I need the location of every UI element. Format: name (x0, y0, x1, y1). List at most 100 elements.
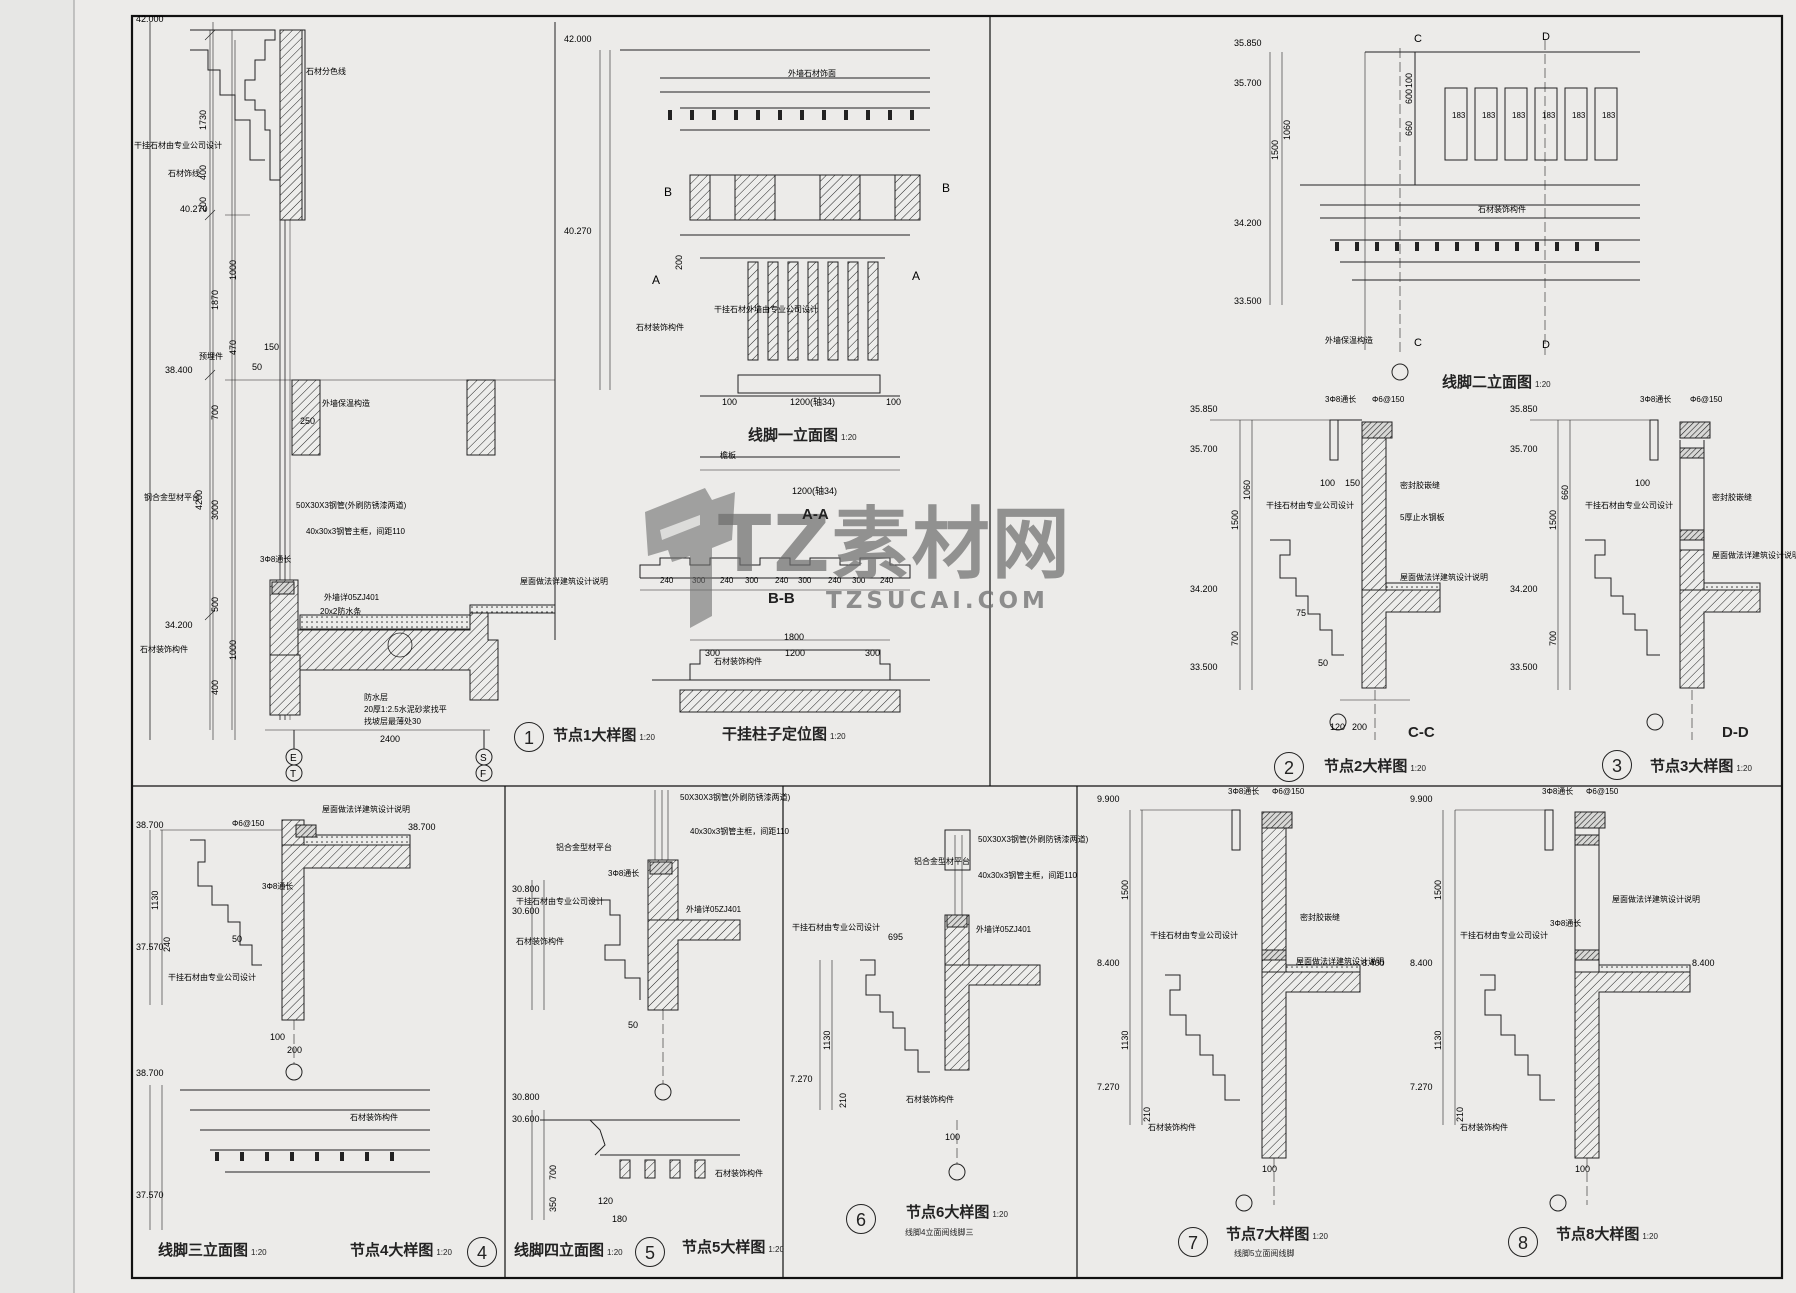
elevation-2-drawing (1269, 40, 1640, 381)
cc-note-3d8: 3Φ8通长 (1325, 394, 1356, 404)
dim-1730: 1730 (198, 110, 208, 130)
d7-note-hang: 干挂石材由专业公司设计 (1150, 930, 1238, 940)
cc-note-hang: 干挂石材由专业公司设计 (1266, 500, 1354, 510)
elev-37570: 37.570 (136, 942, 164, 952)
note-stone-component: 石材装饰构件 (140, 644, 188, 654)
dd-dim-700: 700 (1548, 631, 1558, 646)
detail-6-note: 线脚4立面阅线脚三 (905, 1228, 974, 1237)
sec-c-top: C (1414, 33, 1422, 45)
detail-1-number: 1 (514, 722, 544, 752)
cc-note-phi6: Φ6@150 (1372, 395, 1405, 404)
cc-note-roof: 屋面做法详建筑设计说明 (1400, 572, 1488, 582)
elev-34200b: 34.200 (1234, 218, 1262, 228)
watermark-logo-icon (645, 488, 735, 628)
col-dim-300a: 300 (705, 648, 720, 658)
e2-dim-660: 660 (1404, 121, 1414, 136)
d6-dim-1130: 1130 (822, 1031, 832, 1050)
section-label-bb: B-B (768, 590, 795, 607)
detail-6-drawing (819, 829, 1041, 1181)
section-label-aa: A-A (802, 506, 829, 523)
elev1-note-wall: 石材装饰构件 (636, 322, 684, 332)
d6-note-wall: 外墙详05ZJ401 (976, 924, 1032, 934)
axis-s: S (480, 753, 487, 764)
elev-38700r: 38.700 (408, 822, 436, 832)
dim-470: 470 (228, 340, 238, 355)
elevation-1-drawing (599, 49, 930, 397)
cc-dim-700: 700 (1230, 631, 1240, 646)
elev-38400: 38.400 (165, 365, 193, 375)
dim-700: 700 (210, 405, 220, 420)
note-stone-trim: 石材饰线 (168, 168, 200, 178)
cc-dim-150: 150 (1345, 478, 1360, 488)
note-embed: 预埋件 (199, 351, 223, 361)
watermark-brand: TZ素材网 (718, 500, 1072, 590)
detail-7-drawing (1129, 809, 1361, 1212)
dd-note-hang: 干挂石材由专业公司设计 (1585, 500, 1673, 510)
d7-note-seal: 密封胶嵌缝 (1300, 912, 1340, 922)
dim-400b: 400 (210, 680, 220, 695)
cc-note-steel: 5厚止水钢板 (1400, 512, 1444, 522)
d7-note-stone: 石材装饰构件 (1148, 1122, 1196, 1132)
elevation-1-teeth (668, 110, 914, 120)
elev-37570b: 37.570 (136, 1190, 164, 1200)
dim-250: 250 (300, 416, 315, 426)
d5-dim-120: 120 (598, 1196, 613, 1206)
elev-30800: 30.800 (512, 884, 540, 894)
cc-note-seal: 密封胶嵌缝 (1400, 480, 1440, 490)
drawing-frame (130, 14, 1784, 1280)
axis-f: F (480, 769, 486, 780)
dd-dim-660: 660 (1560, 485, 1570, 500)
d5-note-stone: 石材装饰构件 (516, 936, 564, 946)
dd-dim-1500: 1500 (1548, 510, 1558, 530)
elev-34200c: 34.200 (1190, 584, 1218, 594)
d6-dim-210: 210 (838, 1093, 848, 1108)
bb-dim-240a: 240 (660, 576, 674, 585)
elev-38700: 38.700 (136, 820, 164, 830)
cc-dim-75: 75 (1296, 608, 1306, 618)
dim-1870: 1870 (210, 290, 220, 310)
d8-dim-100: 100 (1575, 1164, 1590, 1174)
d5-dim-180: 180 (612, 1214, 627, 1224)
elev1-note-column: 干挂石材外墙由专业公司设计 (714, 304, 818, 314)
d5-note-steel: 50X30X3钢管(外刷防锈漆两道) (680, 792, 791, 802)
detail-5-drawing (531, 790, 741, 1220)
column-locate-drawing (652, 639, 930, 713)
sec-a-left: A (652, 273, 660, 287)
elev-42000: 42.000 (136, 14, 164, 24)
elev-8400b: 8.400 (1410, 958, 1433, 968)
elev-35850: 35.850 (1234, 38, 1262, 48)
sec-d-top: D (1542, 31, 1550, 43)
elev1-dim-100a: 100 (722, 397, 737, 407)
dd-dim-100: 100 (1635, 478, 1650, 488)
axis-bubbles (285, 730, 493, 782)
e2-dim-1060: 1060 (1282, 120, 1292, 140)
sec-c-bottom: C (1414, 337, 1422, 349)
dim-1000b: 1000 (228, 640, 238, 660)
d7-note-phi6: Φ6@150 (1272, 787, 1305, 796)
d5-note-wall: 外墙详05ZJ401 (686, 904, 742, 914)
bb-dim-300d: 300 (852, 576, 866, 585)
detail-2-number: 2 (1274, 752, 1304, 782)
d6-note-hang: 干挂石材由专业公司设计 (792, 922, 880, 932)
note-slope: 找坡层最薄处30 (364, 716, 421, 726)
dim-500: 500 (210, 597, 220, 612)
elevation-2-teeth (1335, 242, 1599, 251)
sec-d-bottom: D (1542, 339, 1550, 351)
bb-dim-300c: 300 (798, 576, 812, 585)
sec-b-left: B (664, 185, 672, 199)
elevation-3-teeth (215, 1152, 394, 1161)
dd-note-3d8: 3Φ8通长 (1640, 394, 1671, 404)
d8-note-3d8: 3Φ8通长 (1542, 786, 1573, 796)
detail-4-drawing (149, 819, 430, 1230)
note-mortar: 20厚1:2.5水泥砂浆找平 (364, 704, 447, 714)
d7-note-3d8: 3Φ8通长 (1228, 786, 1259, 796)
cc-dim-100: 100 (1320, 478, 1335, 488)
d8-note-hang: 干挂石材由专业公司设计 (1460, 930, 1548, 940)
